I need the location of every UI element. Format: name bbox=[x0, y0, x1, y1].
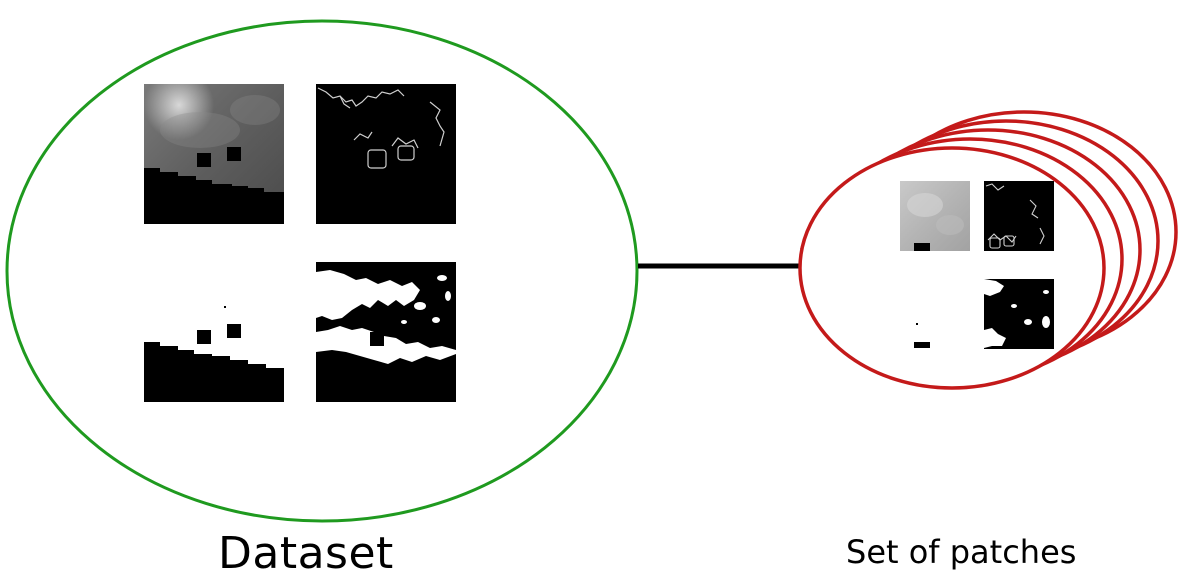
patches-caption: Set of patches bbox=[846, 533, 1077, 571]
dataset-grayscale-image bbox=[144, 84, 284, 224]
dataset-segmentation-mask bbox=[316, 262, 456, 402]
dataset-caption: Dataset bbox=[218, 528, 394, 579]
patch-segmentation bbox=[984, 279, 1054, 349]
patch-edge bbox=[984, 181, 1054, 251]
dataset-ellipse bbox=[5, 19, 639, 523]
patch-binary bbox=[900, 279, 970, 349]
patch-grayscale bbox=[900, 181, 970, 251]
dataset-edge-map bbox=[316, 84, 456, 224]
dataset-binary-mask bbox=[144, 262, 284, 402]
